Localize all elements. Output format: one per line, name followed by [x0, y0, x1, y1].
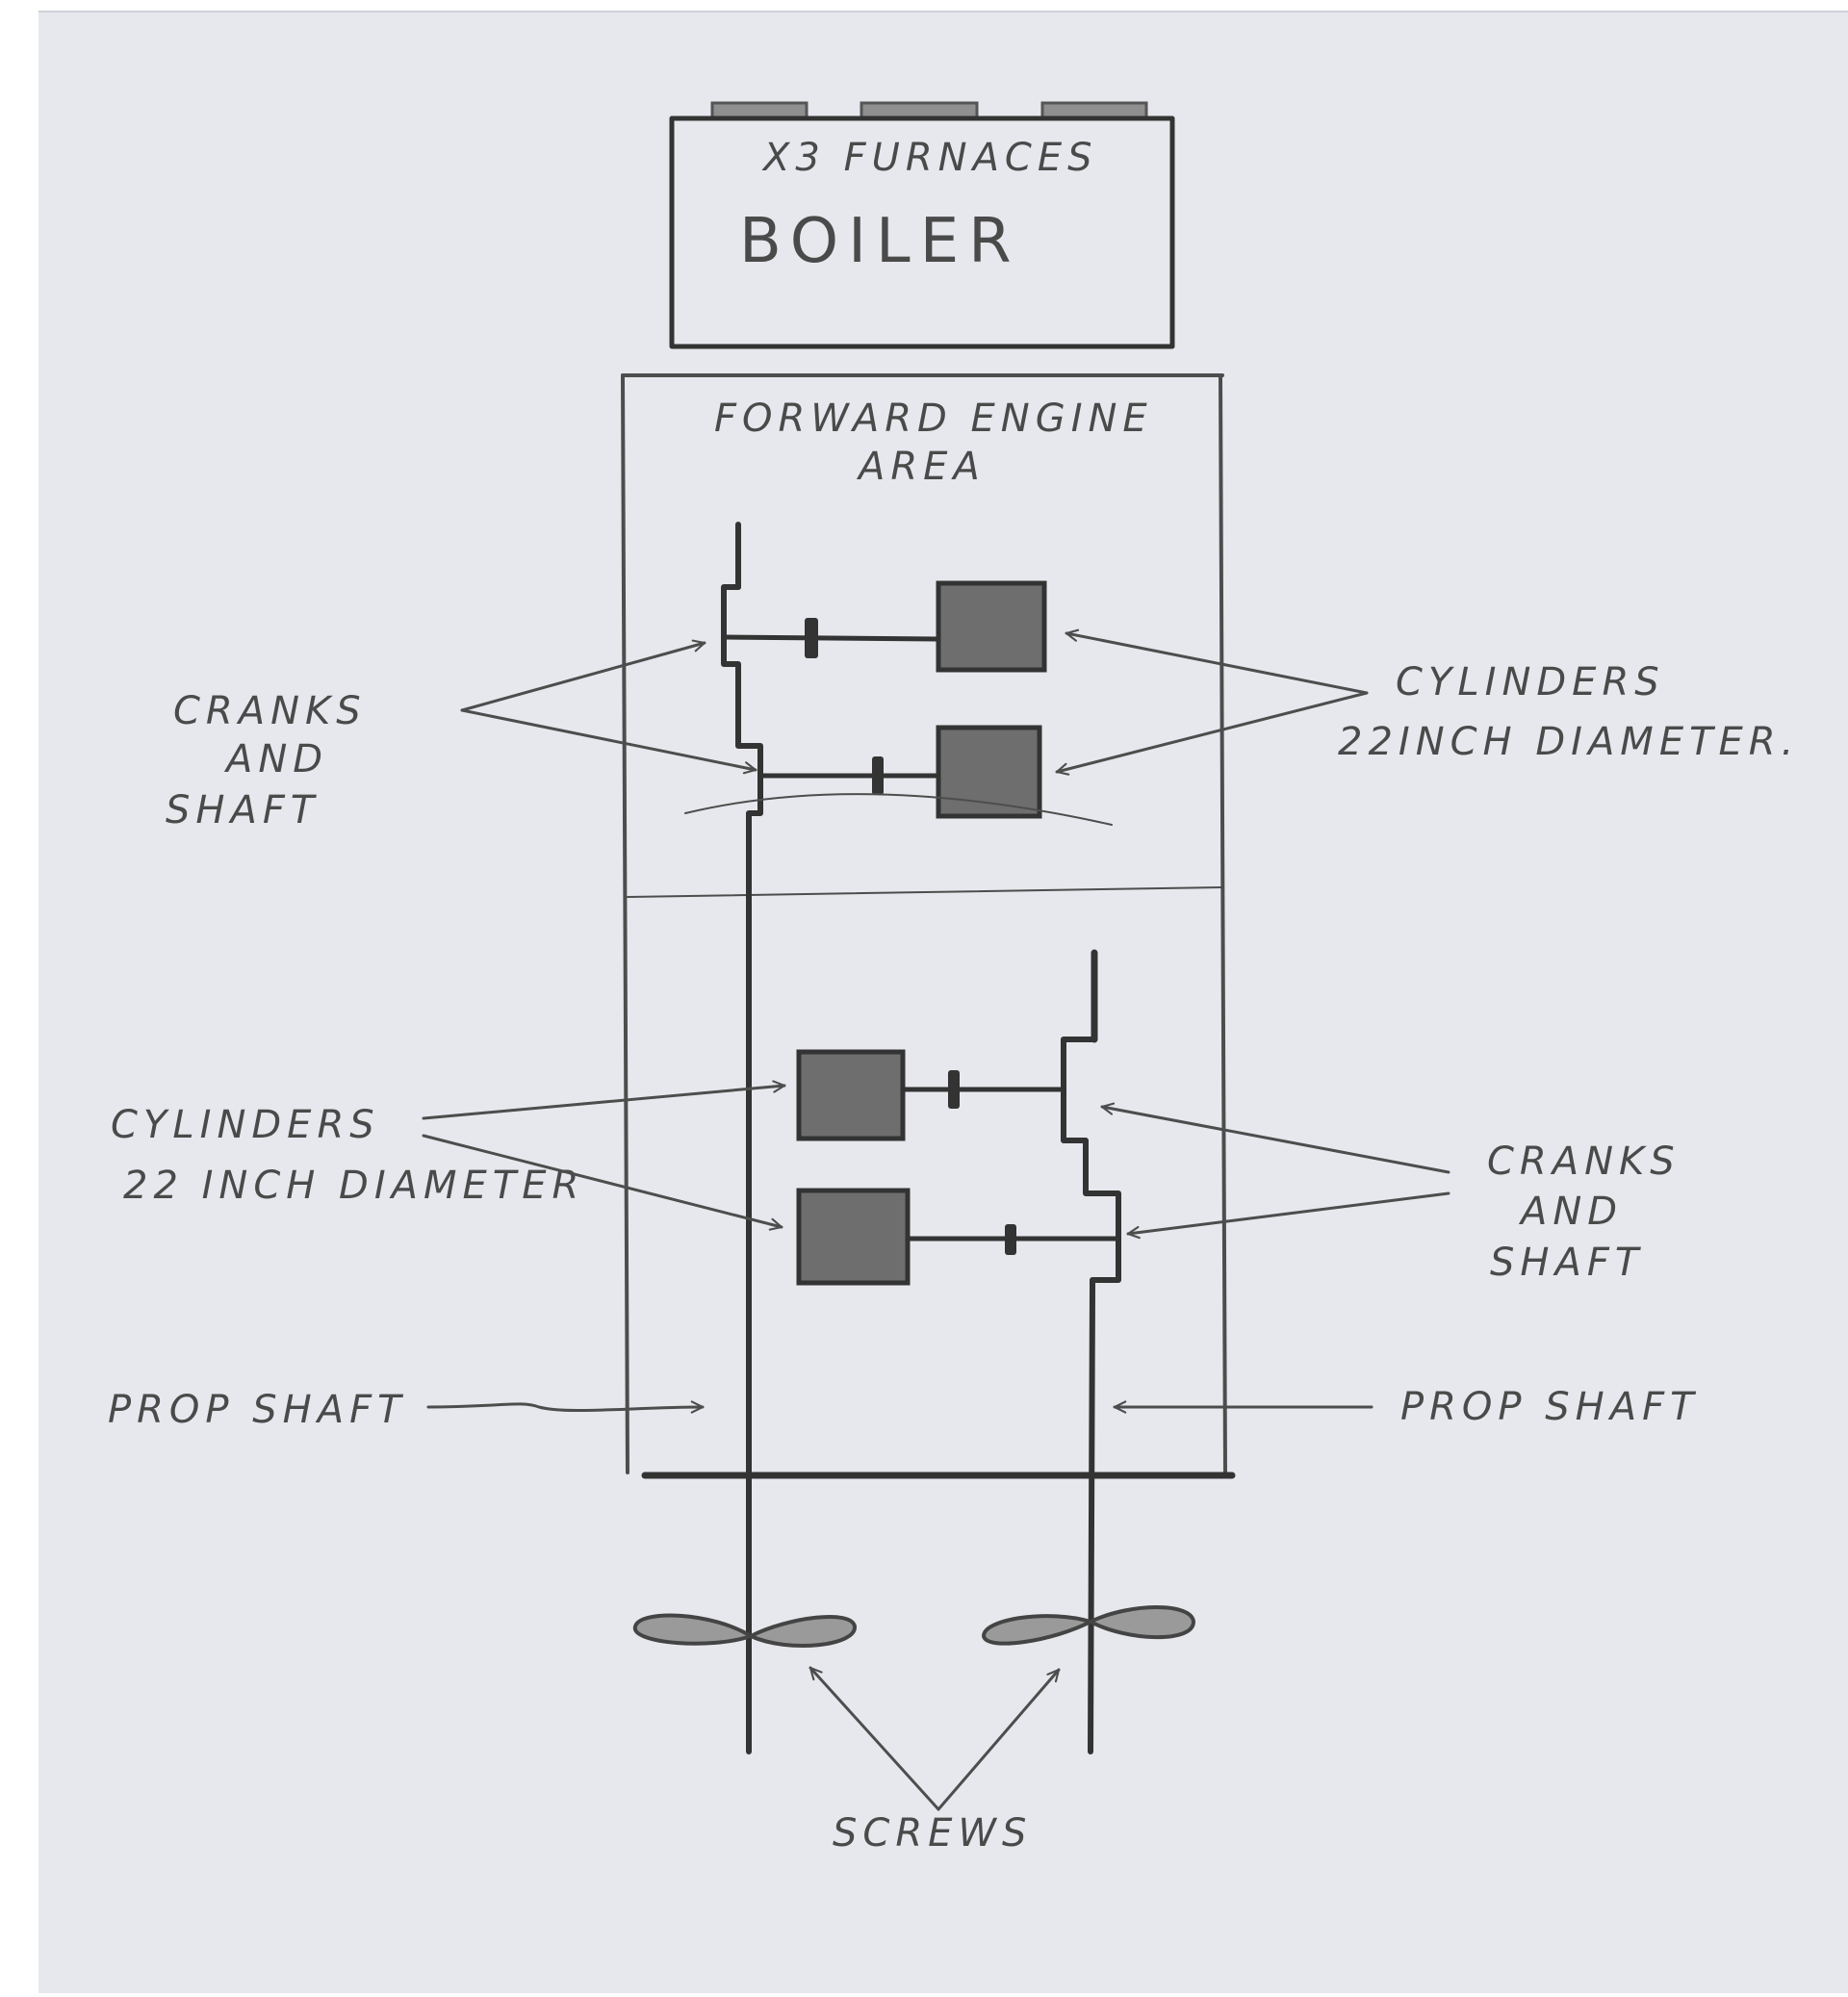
cranks-upper-label: CRANKS AND SHAFT — [166, 689, 367, 832]
cranks-lower-label: CRANKS AND SHAFT — [1487, 1139, 1681, 1285]
engine-area-title-line1: FORWARD ENGINE — [714, 397, 1153, 441]
upper-crosshead-2 — [872, 756, 884, 795]
cylinder-upper-2 — [936, 725, 1042, 819]
prop-shaft-right-label: PROP SHAFT — [1400, 1385, 1700, 1429]
engine-area-title-line2: AREA — [856, 445, 986, 489]
cylinder-upper-1 — [936, 580, 1047, 673]
svg-text:AND: AND — [223, 737, 328, 781]
engine-room-divider — [627, 886, 1223, 898]
svg-text:22INCH DIAMETER.: 22INCH DIAMETER. — [1338, 720, 1799, 764]
arrow-cranks-to-upper-crank-1 — [460, 639, 706, 712]
cylinders-upper-label: CYLINDERS 22INCH DIAMETER. — [1338, 660, 1799, 764]
arrow-cranks-to-lower-crank-2 — [1126, 1191, 1450, 1240]
screws-label: SCREWS — [833, 1811, 1032, 1856]
left-screw-propeller — [632, 1613, 857, 1648]
upper-crosshead-1 — [805, 618, 818, 658]
lower-crosshead-2 — [1005, 1224, 1016, 1255]
boiler-title: BOILER — [739, 206, 1021, 277]
boiler-block: X3 FURNACES BOILER — [669, 101, 1175, 349]
prop-shaft-left-label: PROP SHAFT — [108, 1388, 407, 1432]
arrow-prop-shaft-left — [426, 1400, 705, 1414]
arrow-cylinders-to-upper-cyl-1 — [1065, 628, 1369, 695]
svg-text:CRANKS: CRANKS — [1487, 1139, 1681, 1184]
svg-text:SHAFT: SHAFT — [166, 788, 320, 832]
svg-text:CRANKS: CRANKS — [173, 689, 367, 733]
svg-text:CYLINDERS: CYLINDERS — [1396, 660, 1665, 704]
lower-crosshead-1 — [948, 1070, 960, 1109]
boiler-outline — [669, 115, 1175, 349]
boiler-subtitle: X3 FURNACES — [761, 136, 1098, 180]
svg-text:22 INCH DIAMETER: 22 INCH DIAMETER — [123, 1164, 584, 1208]
arrow-cylinders-to-lower-cyl-2 — [422, 1134, 783, 1231]
svg-text:SHAFT: SHAFT — [1490, 1241, 1644, 1285]
upper-sketch-stroke — [684, 793, 1113, 826]
arrow-screws-to-right — [937, 1668, 1061, 1811]
right-screw-propeller — [981, 1605, 1196, 1646]
svg-text:CYLINDERS: CYLINDERS — [111, 1103, 380, 1147]
svg-text:AND: AND — [1518, 1190, 1623, 1234]
arrow-cranks-to-upper-crank-2 — [460, 708, 757, 775]
upper-connecting-rod-1 — [721, 634, 941, 642]
cylinder-lower-1 — [796, 1049, 906, 1141]
arrow-cranks-to-lower-crank-1 — [1100, 1102, 1450, 1174]
lower-engine — [796, 949, 1121, 1754]
annotation-arrows — [422, 628, 1450, 1811]
upper-crankshaft — [721, 584, 763, 1754]
arrow-cylinders-to-lower-cyl-1 — [422, 1080, 786, 1120]
paper-background — [38, 12, 1848, 1993]
cylinders-lower-label: CYLINDERS 22 INCH DIAMETER — [111, 1103, 584, 1208]
arrow-screws-to-left — [808, 1666, 940, 1811]
upper-engine — [684, 522, 1113, 1754]
cylinder-lower-2 — [796, 1188, 911, 1286]
engine-area-box: FORWARD ENGINE AREA — [621, 373, 1236, 1479]
arrow-cylinders-to-upper-cyl-2 — [1055, 691, 1369, 776]
